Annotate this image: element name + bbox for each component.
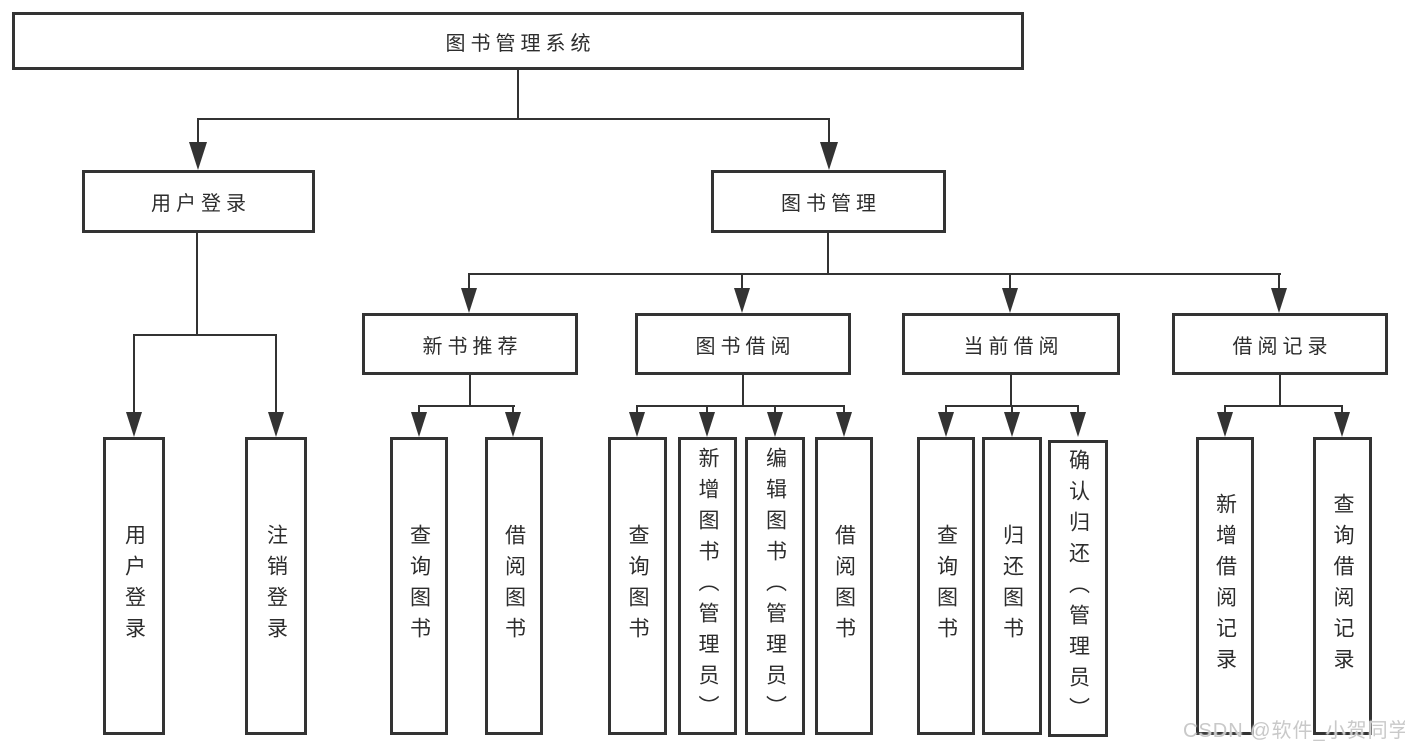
- leaf-borrow-books-recommend: 借阅图书: [485, 437, 543, 735]
- node-label: 图书管理: [781, 193, 881, 215]
- node-borrowing-records: 借阅记录: [1172, 313, 1388, 375]
- leaf-borrow-books-borrowing: 借阅图书: [815, 437, 873, 735]
- connector-root-drop: [517, 70, 519, 120]
- connector-borrowing-rail: [636, 405, 844, 407]
- node-label: 新书推荐: [422, 335, 523, 358]
- node-root: 图书管理系统: [12, 12, 1024, 70]
- arrow-down-icon: [1004, 412, 1020, 437]
- leaf-edit-books-admin: 编辑图书（管理员）: [745, 437, 805, 735]
- leaf-query-books-current: 查询图书: [917, 437, 975, 735]
- connector-stem: [1278, 273, 1280, 293]
- connector-stem: [1011, 405, 1013, 417]
- node-label: 借阅图书: [502, 524, 526, 648]
- connector-userlogin-rail: [133, 334, 277, 336]
- arrow-down-icon: [189, 142, 207, 170]
- connector-stem: [1224, 405, 1226, 417]
- connector-borrowing-drop: [742, 375, 744, 407]
- arrow-down-icon: [1070, 412, 1086, 437]
- connector-root-rail: [197, 118, 830, 120]
- node-label: 用户登录: [122, 524, 146, 648]
- node-new-book-recommend: 新书推荐: [362, 313, 578, 375]
- node-label: 图书管理系统: [445, 32, 596, 55]
- node-label: 确认归还（管理员）: [1066, 449, 1090, 728]
- connector-stem: [418, 405, 420, 417]
- node-label: 当前借阅: [963, 335, 1064, 358]
- connector-userlogin-drop: [196, 233, 198, 336]
- csdn-watermark: CSDN @软件_小贺同学: [1183, 720, 1405, 742]
- node-label: 用户登录: [151, 193, 251, 215]
- node-label: 查询图书: [407, 524, 431, 648]
- arrow-down-icon: [767, 412, 783, 437]
- node-label: 归还图书: [1000, 524, 1024, 648]
- connector-newbook-drop: [469, 375, 471, 407]
- connector-bookmgmt-drop: [827, 233, 829, 275]
- arrow-down-icon: [1002, 288, 1018, 313]
- node-book-management: 图书管理: [711, 170, 946, 233]
- arrow-down-icon: [1217, 412, 1233, 437]
- connector-stem: [1009, 273, 1011, 293]
- connector-stem: [133, 334, 135, 416]
- leaf-query-books-recommend: 查询图书: [390, 437, 448, 735]
- arrow-down-icon: [411, 412, 427, 437]
- leaf-query-borrow-record: 查询借阅记录: [1313, 437, 1372, 735]
- arrow-down-icon: [699, 412, 715, 437]
- connector-stem: [636, 405, 638, 417]
- arrow-down-icon: [629, 412, 645, 437]
- leaf-confirm-return-admin: 确认归还（管理员）: [1048, 440, 1108, 737]
- leaf-logout: 注销登录: [245, 437, 307, 735]
- leaf-return-books: 归还图书: [982, 437, 1042, 735]
- connector-stem: [512, 405, 514, 417]
- node-label: 注销登录: [264, 524, 288, 648]
- arrow-down-icon: [820, 142, 838, 170]
- connector-stem: [275, 334, 277, 416]
- connector-stem: [1341, 405, 1343, 417]
- connector-stem: [774, 405, 776, 417]
- connector-bookmgmt-rail: [469, 273, 1281, 275]
- connector-stem: [706, 405, 708, 417]
- connector-current-drop: [1010, 375, 1012, 407]
- node-label: 图书借阅: [695, 335, 796, 358]
- connector-stem: [843, 405, 845, 417]
- node-label: 查询图书: [934, 524, 958, 648]
- connector-stem: [1077, 405, 1079, 417]
- node-label: 编辑图书（管理员）: [763, 446, 787, 726]
- arrow-down-icon: [268, 412, 284, 437]
- arrow-down-icon: [461, 288, 477, 313]
- connector-stem: [468, 273, 470, 293]
- connector-newbook-rail: [418, 405, 515, 407]
- leaf-add-borrow-record: 新增借阅记录: [1196, 437, 1254, 735]
- node-label: 新增图书（管理员）: [696, 446, 719, 726]
- arrow-down-icon: [126, 412, 142, 437]
- arrow-down-icon: [505, 412, 521, 437]
- arrow-down-icon: [938, 412, 954, 437]
- node-label: 借阅记录: [1232, 335, 1333, 358]
- connector-stem: [945, 405, 947, 417]
- node-label: 借阅图书: [832, 524, 856, 648]
- arrow-down-icon: [836, 412, 852, 437]
- node-label: 新增借阅记录: [1213, 493, 1237, 679]
- node-current-borrowing: 当前借阅: [902, 313, 1120, 375]
- arrow-down-icon: [1271, 288, 1287, 313]
- node-user-login: 用户登录: [82, 170, 315, 233]
- node-label: 查询图书: [626, 524, 649, 648]
- connector-records-rail: [1224, 405, 1343, 407]
- arrow-down-icon: [734, 288, 750, 313]
- connector-stem: [197, 118, 199, 148]
- node-label: 查询借阅记录: [1331, 493, 1354, 679]
- connector-stem: [828, 118, 830, 148]
- arrow-down-icon: [1334, 412, 1350, 437]
- connector-records-drop: [1279, 375, 1281, 407]
- leaf-user-login: 用户登录: [103, 437, 165, 735]
- leaf-add-books-admin: 新增图书（管理员）: [678, 437, 737, 735]
- leaf-query-books-borrowing: 查询图书: [608, 437, 667, 735]
- node-book-borrowing: 图书借阅: [635, 313, 851, 375]
- connector-stem: [741, 273, 743, 293]
